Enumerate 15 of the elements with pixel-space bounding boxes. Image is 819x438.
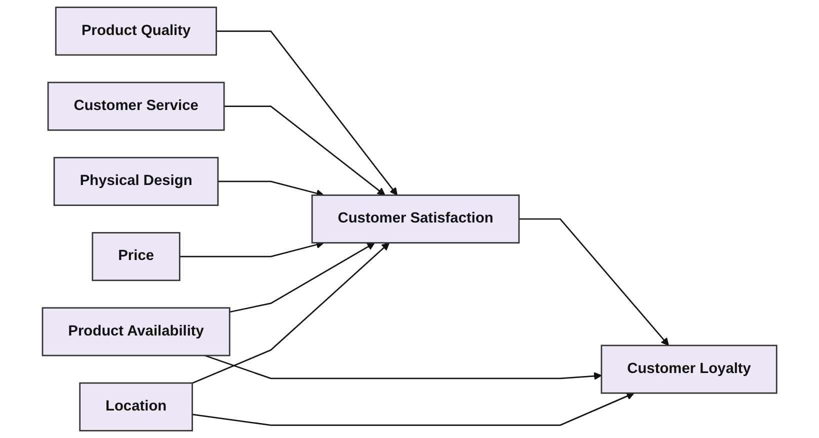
node-box: Physical Design (53, 156, 219, 206)
arrow (216, 30, 398, 196)
arrow (192, 392, 634, 426)
arrow (204, 354, 602, 380)
node-box: Product Availability (42, 307, 230, 356)
node-box: Product Quality (55, 6, 217, 56)
arrow (518, 218, 669, 346)
arrow (192, 242, 390, 384)
node-box: Customer Service (47, 82, 225, 131)
node-box: Location (79, 382, 193, 432)
node-box: Customer Satisfaction (311, 194, 520, 244)
node-box: Customer Loyalty (600, 344, 778, 394)
node-box: Price (92, 232, 180, 282)
arrow (229, 242, 375, 313)
arrow (224, 106, 386, 196)
